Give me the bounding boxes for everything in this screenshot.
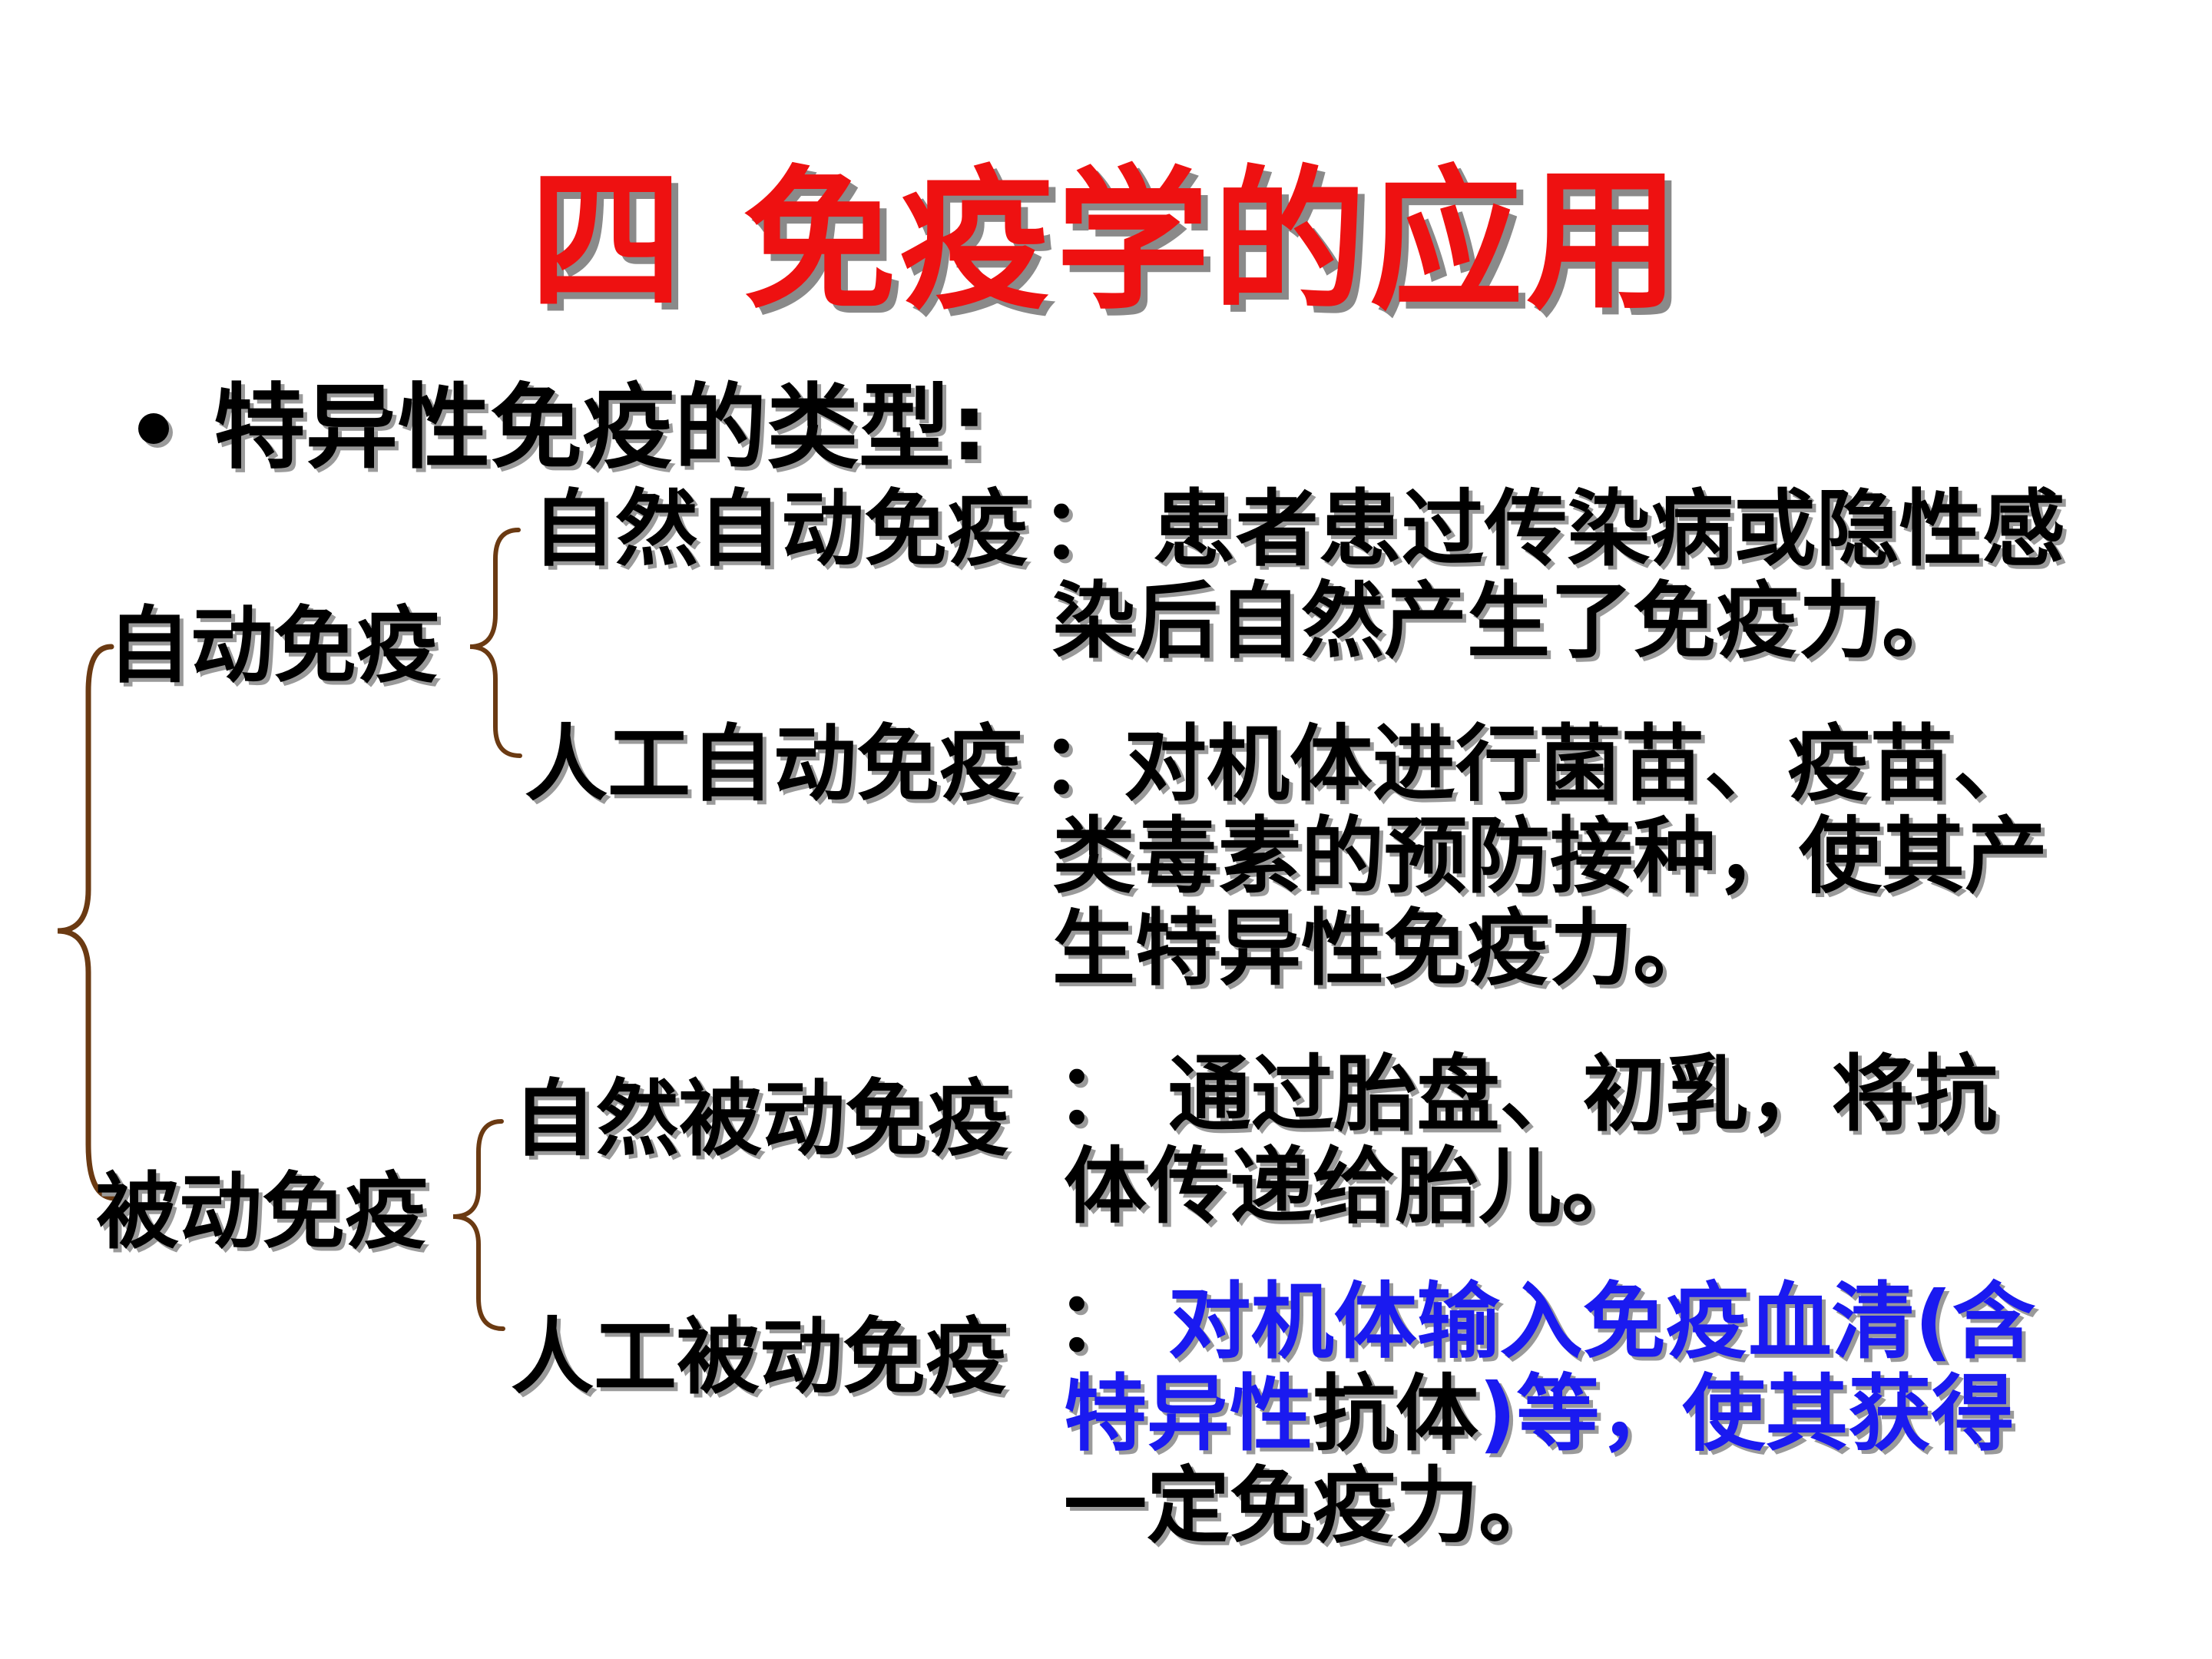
active-immunity-label: 自动免疫: [108, 598, 440, 694]
artificial-active-desc-line1: ：对机体进行菌苗、疫苗、: [1041, 717, 2037, 813]
active-brace: [469, 528, 522, 758]
natural-active-desc-line1: ： 患者患过传染病或隐性感: [1041, 482, 2065, 578]
artificial-passive-desc-line2: 特异性抗体)等，使其获得: [1064, 1369, 2014, 1461]
outer-brace: [57, 644, 118, 1201]
artificial-passive-line1-text: 对机体输入免疫血清(含: [1167, 1274, 2035, 1370]
artificial-active-desc-line2: 类毒素的预防接种，使其产: [1052, 809, 2048, 905]
passive-brace: [452, 1119, 505, 1331]
bullet-dot-icon: [138, 413, 169, 444]
natural-passive-desc-line2: 体传递给胎儿。: [1064, 1139, 1645, 1235]
passive-immunity-label: 被动免疫: [96, 1164, 429, 1260]
natural-active-desc-line2: 染后自然产生了免疫力。: [1052, 574, 1965, 670]
artificial-passive-colon: ：: [1056, 1274, 1168, 1370]
bullet-text: 特异性免疫的类型:: [214, 375, 988, 482]
natural-passive-term: 自然被动免疫: [513, 1071, 1012, 1167]
artificial-passive-desc-line1: ： 对机体输入免疫血清(含: [1056, 1277, 2035, 1369]
artificial-passive-line2-part-b: 抗体: [1313, 1366, 1479, 1462]
artificial-active-term: 人工自动免疫: [525, 717, 1023, 813]
natural-passive-desc-line1: ： 通过胎盘、初乳，将抗: [1056, 1047, 1998, 1143]
bullet-item: 特异性免疫的类型:: [138, 375, 988, 482]
natural-active-term: 自然自动免疫: [532, 482, 1031, 578]
artificial-passive-term: 人工被动免疫: [511, 1310, 1009, 1406]
artificial-passive-desc-line3: 一定免疫力。: [1064, 1459, 1562, 1555]
artificial-passive-line2-part-c: )等，使其获得: [1479, 1366, 2015, 1462]
artificial-passive-line2-part-a: 特异性: [1064, 1366, 1313, 1462]
slide-title: 四 免疫学的应用: [529, 152, 1683, 331]
artificial-active-desc-line3: 生特异性免疫力。: [1052, 901, 1717, 997]
